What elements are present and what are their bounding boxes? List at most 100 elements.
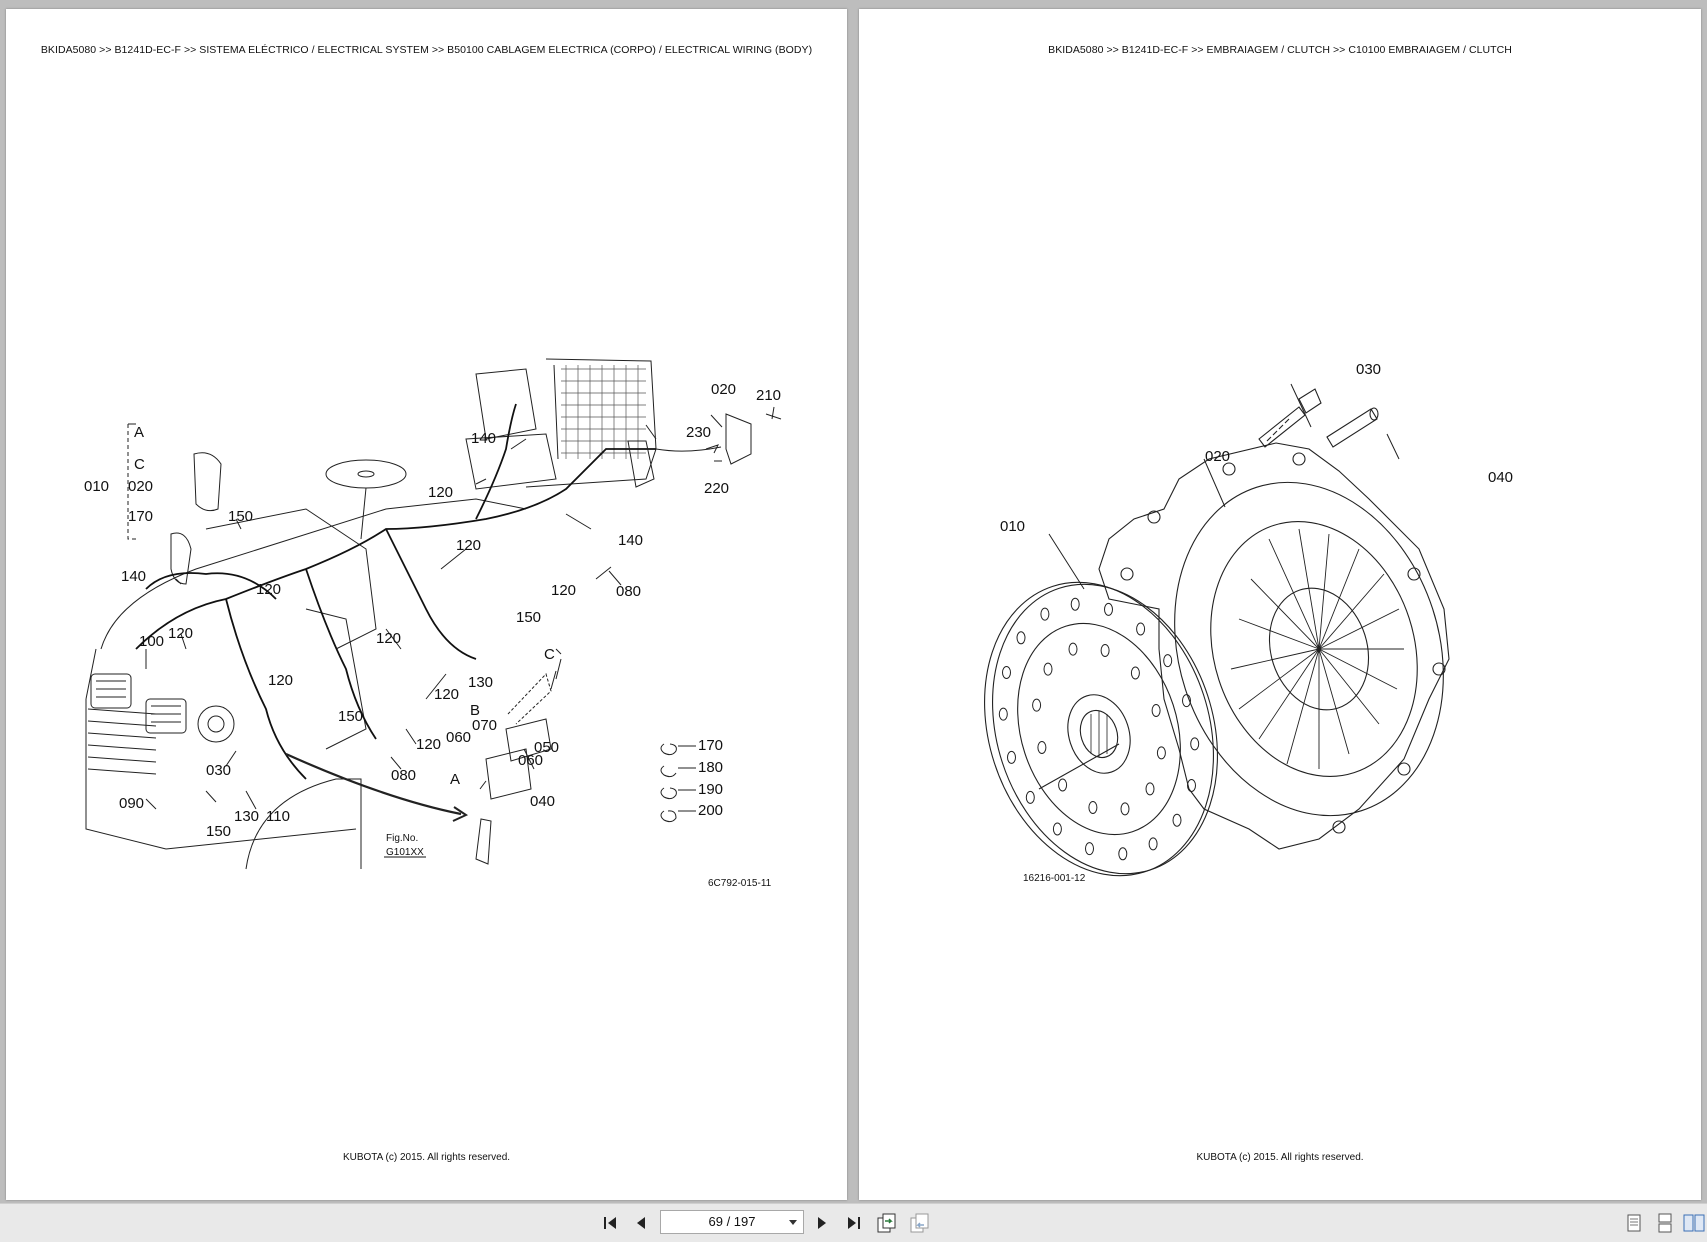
disc-hole [1118, 847, 1128, 861]
callout-130: 130 [234, 808, 259, 825]
disc-hole [1182, 694, 1191, 708]
clutch-diagram: 010 020 030 040 16216-001-12 [984, 361, 1513, 884]
two-page-view-icon[interactable] [1682, 1210, 1706, 1236]
callout-120: 120 [434, 686, 459, 703]
disc-hole [1190, 737, 1200, 751]
first-page-icon[interactable] [598, 1210, 624, 1236]
next-page-icon[interactable] [809, 1210, 835, 1236]
callout-170: 170 [698, 737, 723, 754]
left-document-page: BKIDA5080 >> B1241D-EC-F >> SISTEMA ELÉC… [6, 9, 847, 1200]
disc-hole [1052, 822, 1062, 836]
callout-220: 220 [704, 480, 729, 497]
disc-hole [1100, 644, 1110, 657]
callout-150: 150 [206, 823, 231, 840]
disc-hole [1085, 842, 1094, 856]
callout-140: 140 [471, 430, 496, 447]
callout-060: 060 [518, 752, 543, 769]
callout-c: C [544, 646, 555, 663]
callout-020: 020 [711, 381, 736, 398]
callout-080: 080 [391, 767, 416, 784]
disc-hole [998, 707, 1008, 721]
callout-100: 100 [139, 633, 164, 650]
disc-hole [1040, 607, 1050, 621]
electrical-wiring-diagram: 010 A C 020 170 150 140 120 120 100 120 … [84, 358, 782, 889]
page-indicator-text: 69 / 197 [708, 1214, 756, 1229]
callout-c-bracket: C [134, 456, 145, 473]
go-forward-view-icon[interactable] [906, 1210, 932, 1236]
callout-080: 080 [616, 583, 641, 600]
disc-hole [1148, 837, 1158, 851]
left-figure-code: 6C792-015-11 [708, 878, 772, 889]
last-page-icon[interactable] [840, 1210, 866, 1236]
fig-no-value: G101XX [386, 847, 424, 858]
disc-hole [1058, 778, 1068, 792]
callout-040: 040 [1488, 469, 1513, 486]
clutch-disc-holes [998, 597, 1200, 861]
disc-hole [1156, 746, 1166, 760]
disc-hole [1016, 631, 1026, 645]
disc-hole [1032, 698, 1042, 712]
disc-hole [1145, 782, 1155, 796]
disc-hole [1043, 662, 1053, 676]
disc-hole [1104, 602, 1113, 616]
previous-page-icon[interactable] [628, 1210, 654, 1236]
disc-hole [1136, 622, 1146, 636]
right-page-breadcrumb: BKIDA5080 >> B1241D-EC-F >> EMBRAIAGEM /… [1048, 44, 1512, 56]
disc-hole [1172, 813, 1182, 827]
right-page-copyright: KUBOTA (c) 2015. All rights reserved. [1196, 1152, 1364, 1163]
disc-hole [1070, 597, 1080, 611]
left-page-breadcrumb: BKIDA5080 >> B1241D-EC-F >> SISTEMA ELÉC… [40, 44, 813, 56]
callout-060: 060 [446, 729, 471, 746]
disc-hole [1187, 779, 1196, 792]
disc-hole [1163, 654, 1173, 668]
callout-010: 010 [84, 478, 109, 495]
callout-120: 120 [456, 537, 481, 554]
go-back-view-icon[interactable] [873, 1210, 899, 1236]
left-page-copyright: KUBOTA (c) 2015. All rights reserved. [342, 1152, 511, 1163]
disc-hole [1007, 750, 1016, 764]
callout-030: 030 [1356, 361, 1381, 378]
callout-210: 210 [756, 387, 781, 404]
page-dropdown-caret-icon[interactable] [789, 1220, 797, 1225]
callout-120: 120 [416, 736, 441, 753]
disc-hole [1002, 666, 1011, 679]
callout-150: 150 [228, 508, 253, 525]
disc-hole [1151, 704, 1161, 717]
callout-170: 170 [128, 508, 153, 525]
callout-020: 020 [1205, 448, 1230, 465]
disc-hole [1120, 802, 1130, 816]
callout-120: 120 [268, 672, 293, 689]
callout-040: 040 [530, 793, 555, 810]
callout-a-bracket: A [134, 424, 144, 441]
disc-hole [1068, 642, 1078, 656]
callout-140: 140 [618, 532, 643, 549]
callout-150: 150 [338, 708, 363, 725]
right-document-page: BKIDA5080 >> B1241D-EC-F >> EMBRAIAGEM /… [859, 9, 1701, 1200]
callout-200: 200 [698, 802, 723, 819]
callout-050: 050 [534, 739, 559, 756]
callout-120: 120 [551, 582, 576, 599]
callout-120: 120 [428, 484, 453, 501]
callout-130: 130 [468, 674, 493, 691]
callout-120: 120 [376, 630, 401, 647]
viewer-toolbar: 69 / 197 [0, 1203, 1707, 1242]
continuous-view-icon[interactable] [1652, 1210, 1678, 1236]
callout-010: 010 [1000, 518, 1025, 535]
callout-030: 030 [206, 762, 231, 779]
callout-b: B [470, 702, 480, 719]
callout-020: 020 [128, 478, 153, 495]
callout-120: 120 [256, 581, 281, 598]
callout-190: 190 [698, 781, 723, 798]
callout-150: 150 [516, 609, 541, 626]
callout-180: 180 [698, 759, 723, 776]
single-page-view-icon[interactable] [1621, 1210, 1647, 1236]
callout-140: 140 [121, 568, 146, 585]
callout-120: 120 [168, 625, 193, 642]
disc-hole [1037, 741, 1047, 754]
disc-hole [1088, 801, 1098, 814]
fig-no-label: Fig.No. [386, 833, 418, 844]
disc-hole [1130, 666, 1140, 680]
right-figure-code: 16216-001-12 [1023, 873, 1086, 884]
callout-090: 090 [119, 795, 144, 812]
page-number-input[interactable]: 69 / 197 [660, 1210, 804, 1234]
